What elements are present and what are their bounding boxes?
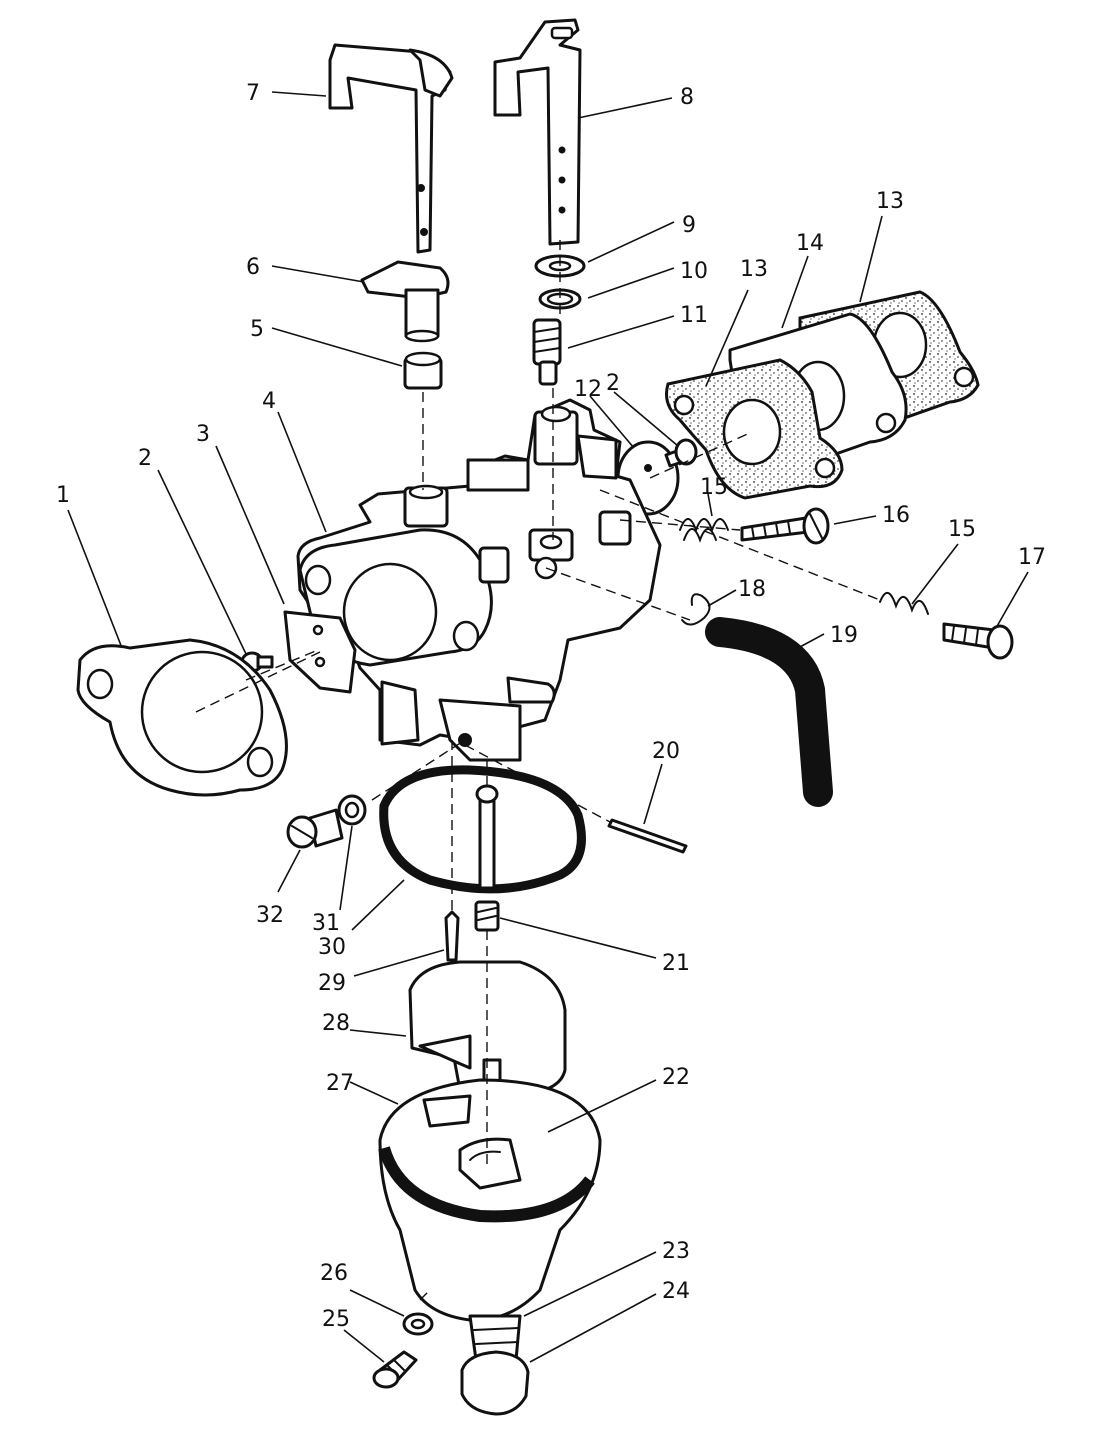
- callout-3: 3: [196, 422, 210, 447]
- part-15-spring-lower: [879, 592, 929, 615]
- callout-10: 10: [680, 259, 708, 284]
- part-2-screw-upper: [664, 438, 698, 468]
- callout-7: 7: [246, 81, 260, 106]
- part-25-bowl-screw: [372, 1350, 418, 1389]
- part-11-idle-screw: [532, 318, 562, 386]
- callout-17: 17: [1018, 545, 1046, 570]
- callout-31: 31: [312, 911, 340, 936]
- part-16-idle-mixture-screw: [740, 507, 830, 545]
- callout-12: 12: [574, 377, 602, 402]
- part-20-float-pin: [607, 818, 688, 854]
- part-6-throttle-plate: [360, 260, 450, 343]
- part-1-intake-gasket: [76, 638, 288, 797]
- part-26-washer: [402, 1312, 434, 1336]
- callout-29: 29: [318, 971, 346, 996]
- callout-22: 22: [662, 1065, 690, 1090]
- part-17-main-mixture-screw: [942, 622, 1014, 660]
- callout-2: 2: [606, 371, 620, 396]
- leader-lines: [67, 91, 1029, 1363]
- callout-6: 6: [246, 255, 260, 280]
- part-18-clip: [681, 593, 711, 626]
- callout-13: 13: [876, 189, 904, 214]
- part-10-o-ring: [538, 288, 582, 310]
- callout-15: 15: [948, 517, 976, 542]
- callout-27: 27: [326, 1071, 354, 1096]
- callout-24: 24: [662, 1279, 690, 1304]
- part-32-drain-screw: [286, 808, 344, 849]
- part-27-float-bowl: [378, 1078, 602, 1322]
- callout-9: 9: [682, 213, 696, 238]
- callout-16: 16: [882, 503, 910, 528]
- part-21-main-jet: [474, 784, 500, 932]
- callout-18: 18: [738, 577, 766, 602]
- part-15-spring-upper: [679, 518, 729, 543]
- callout-14: 14: [796, 231, 824, 256]
- part-22-float-hinge: [469, 1150, 501, 1161]
- callout-20: 20: [652, 739, 680, 764]
- part-19-fuel-line: [705, 617, 833, 807]
- callout-11: 11: [680, 303, 708, 328]
- assembly-lines: [195, 240, 881, 1301]
- callout-28: 28: [322, 1011, 350, 1036]
- callout-4: 4: [262, 389, 276, 414]
- callout-32: 32: [256, 903, 284, 928]
- callout-30: 30: [318, 935, 346, 960]
- part-5-bushing: [403, 351, 443, 390]
- part-29-inlet-needle: [444, 910, 460, 962]
- callout-2: 2: [138, 446, 152, 471]
- callout-13: 13: [740, 257, 768, 282]
- part-8-choke-shaft: [493, 18, 582, 246]
- callout-19: 19: [830, 623, 858, 648]
- callout-labels: 1 2 2 3 4 5 6 7 8 9 10 11 12 13 13 14 15…: [56, 81, 1046, 1332]
- part-31-washer: [337, 794, 367, 826]
- part-30-bowl-gasket: [379, 765, 586, 894]
- callout-1: 1: [56, 483, 70, 508]
- part-24-fiber-washer: [460, 1350, 530, 1416]
- part-7-throttle-lever: [328, 43, 454, 254]
- callout-25: 25: [322, 1307, 350, 1332]
- part-4-carburetor-body: [296, 398, 662, 762]
- callout-21: 21: [662, 951, 690, 976]
- callout-26: 26: [320, 1261, 348, 1286]
- callout-23: 23: [662, 1239, 690, 1264]
- part-13-front-gasket: [665, 358, 844, 500]
- callout-8: 8: [680, 85, 694, 110]
- callout-5: 5: [250, 317, 264, 342]
- callout-15: 15: [700, 475, 728, 500]
